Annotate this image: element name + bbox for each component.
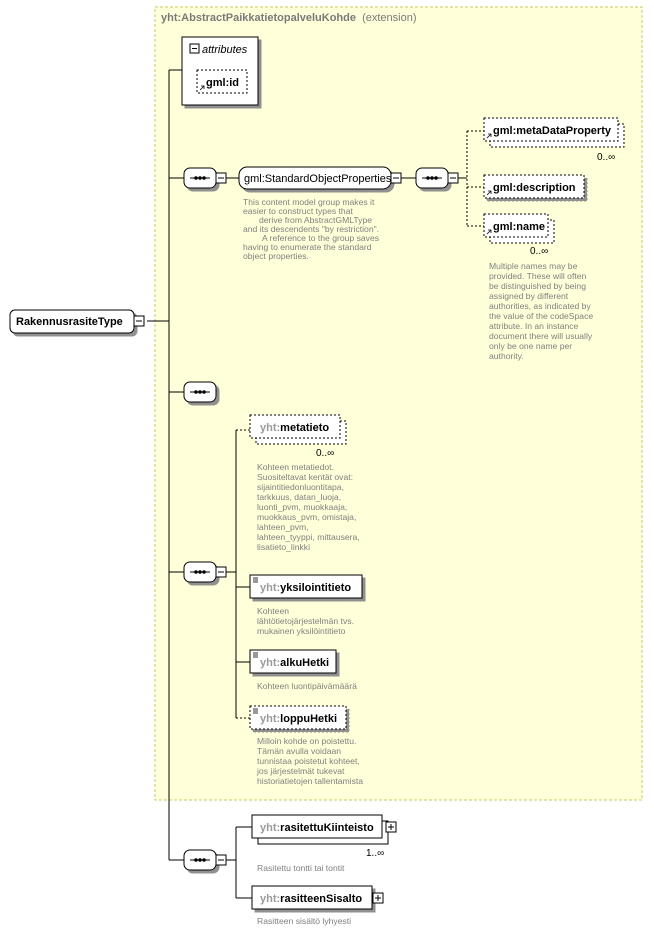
simple-content-icon bbox=[253, 652, 258, 658]
metatieto-doc: Kohteen metatiedot. Suositeltavat kentät… bbox=[257, 462, 362, 552]
sequence-compositor-standard[interactable] bbox=[183, 167, 217, 189]
element-yht-yksilointitieto[interactable]: yht:yksilointitieto bbox=[249, 574, 363, 599]
expand-icon[interactable] bbox=[385, 821, 397, 833]
yht-sequence-collapse-icon[interactable] bbox=[215, 566, 227, 578]
attr-prefix: gml bbox=[206, 77, 226, 89]
svg-text:gml:name: gml:name bbox=[493, 221, 545, 233]
cardinality-label: 0..∞ bbox=[530, 246, 548, 257]
element-yht-loppuhetki[interactable]: yht:loppuHetki bbox=[249, 705, 347, 730]
svg-text:yht:rasitteenSisalto: yht:rasitteenSisalto bbox=[260, 893, 362, 905]
cardinality-label: 1..∞ bbox=[366, 848, 384, 859]
element-gml-metadataproperty[interactable]: gml:metaDataProperty bbox=[483, 117, 625, 148]
extension-suffix: (extension) bbox=[362, 12, 416, 24]
sequence-collapse-icon[interactable] bbox=[215, 172, 227, 184]
alkuhetki-doc: Kohteen luontipäivämäärä bbox=[257, 681, 357, 691]
rasitteensisalto-doc: Rasitteen sisältö lyhyesti bbox=[257, 916, 351, 926]
element-gml-name[interactable]: gml:name bbox=[483, 213, 555, 244]
svg-text:yht:metatieto: yht:metatieto bbox=[260, 422, 329, 434]
cardinality-label: 0..∞ bbox=[316, 448, 334, 459]
element-yht-alkuhetki[interactable]: yht:alkuHetki bbox=[249, 649, 337, 674]
sequence-compositor-yht[interactable] bbox=[183, 561, 217, 583]
expand-icon[interactable] bbox=[372, 892, 384, 904]
attributes-header: attributes bbox=[202, 44, 248, 56]
reference-arrow-icon bbox=[486, 133, 492, 139]
standard-group-label: gml:StandardObjectProperties bbox=[244, 173, 392, 185]
svg-text:gml:description: gml:description bbox=[493, 182, 576, 194]
attribute-gml-id[interactable]: gml:id bbox=[196, 69, 248, 94]
svg-text:yht:rasitettuKiinteisto: yht:rasitettuKiinteisto bbox=[260, 822, 374, 834]
svg-text:yht:loppuHetki: yht:loppuHetki bbox=[260, 713, 337, 725]
element-yht-metatieto[interactable]: yht:metatieto bbox=[249, 414, 347, 445]
standard-properties-group[interactable]: gml:StandardObjectProperties bbox=[238, 166, 392, 190]
connectors bbox=[147, 69, 484, 899]
root-type-label: RakennusrasiteType bbox=[16, 316, 123, 328]
attr-name: id bbox=[229, 77, 239, 89]
extension-name: yht:AbstractPaikkatietopalveluKohde bbox=[161, 12, 356, 24]
sequence-compositor-own[interactable] bbox=[183, 849, 217, 871]
yksilointitieto-doc: Kohteen lähtötietojärjestelmän tvs. muka… bbox=[257, 606, 356, 636]
element-yht-rasitettukiinteisto[interactable]: yht:rasitettuKiinteisto bbox=[251, 814, 389, 845]
standard-group-doc: This content model group makes it easier… bbox=[243, 197, 381, 261]
element-yht-rasitteensisalto[interactable]: yht:rasitteenSisalto bbox=[251, 885, 373, 910]
group-collapse-icon[interactable] bbox=[390, 172, 402, 184]
svg-text:yht:AbstractPaikkatietopalvelu: yht:AbstractPaikkatietopalveluKohde (ext… bbox=[161, 12, 416, 24]
rasitettukiinteisto-doc: Rasitettu tontti tai tontit bbox=[257, 863, 345, 873]
svg-text:yht:alkuHetki: yht:alkuHetki bbox=[260, 657, 329, 669]
name-doc: Multiple names may be provided. These wi… bbox=[489, 261, 596, 361]
own-sequence-collapse-icon[interactable] bbox=[215, 854, 227, 866]
reference-arrow-icon bbox=[486, 190, 492, 196]
simple-content-icon bbox=[253, 577, 258, 583]
attributes-collapse-icon[interactable] bbox=[189, 43, 200, 54]
reference-arrow-icon bbox=[199, 85, 205, 91]
inner-sequence-collapse-icon[interactable] bbox=[447, 172, 459, 184]
root-collapse-icon[interactable] bbox=[133, 315, 145, 327]
loppuhetki-doc: Milloin kohde on poistettu. Tämän avulla… bbox=[256, 736, 363, 786]
sequence-compositor-inner[interactable] bbox=[415, 167, 449, 189]
svg-text:gml:metaDataProperty: gml:metaDataProperty bbox=[493, 125, 612, 137]
svg-text:gml:id: gml:id bbox=[206, 77, 239, 89]
simple-content-icon bbox=[253, 708, 258, 714]
cardinality-label: 0..∞ bbox=[597, 152, 615, 163]
svg-text:yht:yksilointitieto: yht:yksilointitieto bbox=[260, 582, 351, 594]
sequence-compositor-empty[interactable] bbox=[183, 381, 217, 403]
root-type-box[interactable]: RakennusrasiteType bbox=[9, 309, 135, 334]
element-gml-description[interactable]: gml:description bbox=[483, 174, 585, 199]
reference-arrow-icon bbox=[486, 229, 492, 235]
